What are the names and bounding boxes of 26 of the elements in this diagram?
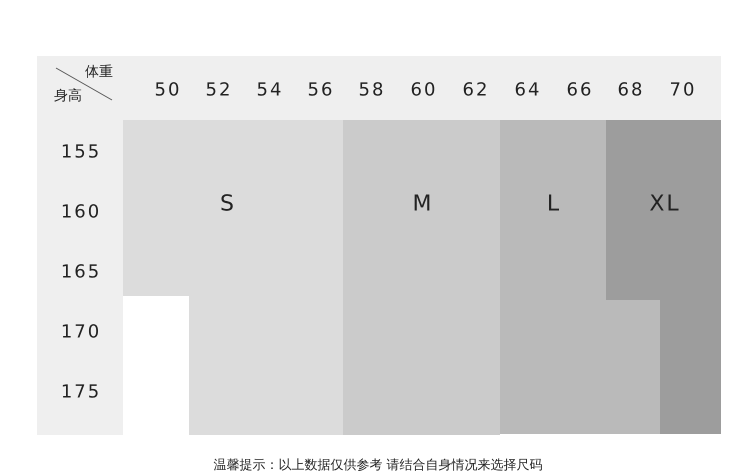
weight-header: 52 [206, 80, 232, 100]
height-header: 155 [60, 142, 102, 162]
height-header: 165 [60, 262, 102, 282]
height-header: 170 [60, 322, 102, 342]
weight-header: 60 [410, 80, 438, 100]
height-header: 175 [60, 382, 102, 402]
weight-header: 56 [308, 80, 334, 100]
size-label: S [220, 192, 236, 216]
size-region [343, 120, 500, 435]
size-label: L [546, 192, 562, 216]
weight-header: 64 [514, 80, 542, 100]
weight-header: 54 [256, 80, 284, 100]
axis-label: 身高 [54, 87, 82, 105]
height-header: 160 [60, 202, 102, 222]
weight-header: 62 [462, 80, 490, 100]
weight-header: 66 [566, 80, 594, 100]
size-label: M [412, 192, 434, 216]
caption: 温馨提示：以上数据仅供参考 请结合自身情况来选择尺码 [213, 457, 543, 474]
weight-header: 50 [154, 80, 182, 100]
weight-header: 70 [670, 80, 696, 100]
size-region [606, 120, 721, 434]
weight-header: 58 [358, 80, 386, 100]
size-label: XL [649, 192, 681, 216]
weight-header: 68 [618, 80, 644, 100]
size-region [123, 120, 343, 435]
axis-label: 体重 [85, 63, 113, 81]
